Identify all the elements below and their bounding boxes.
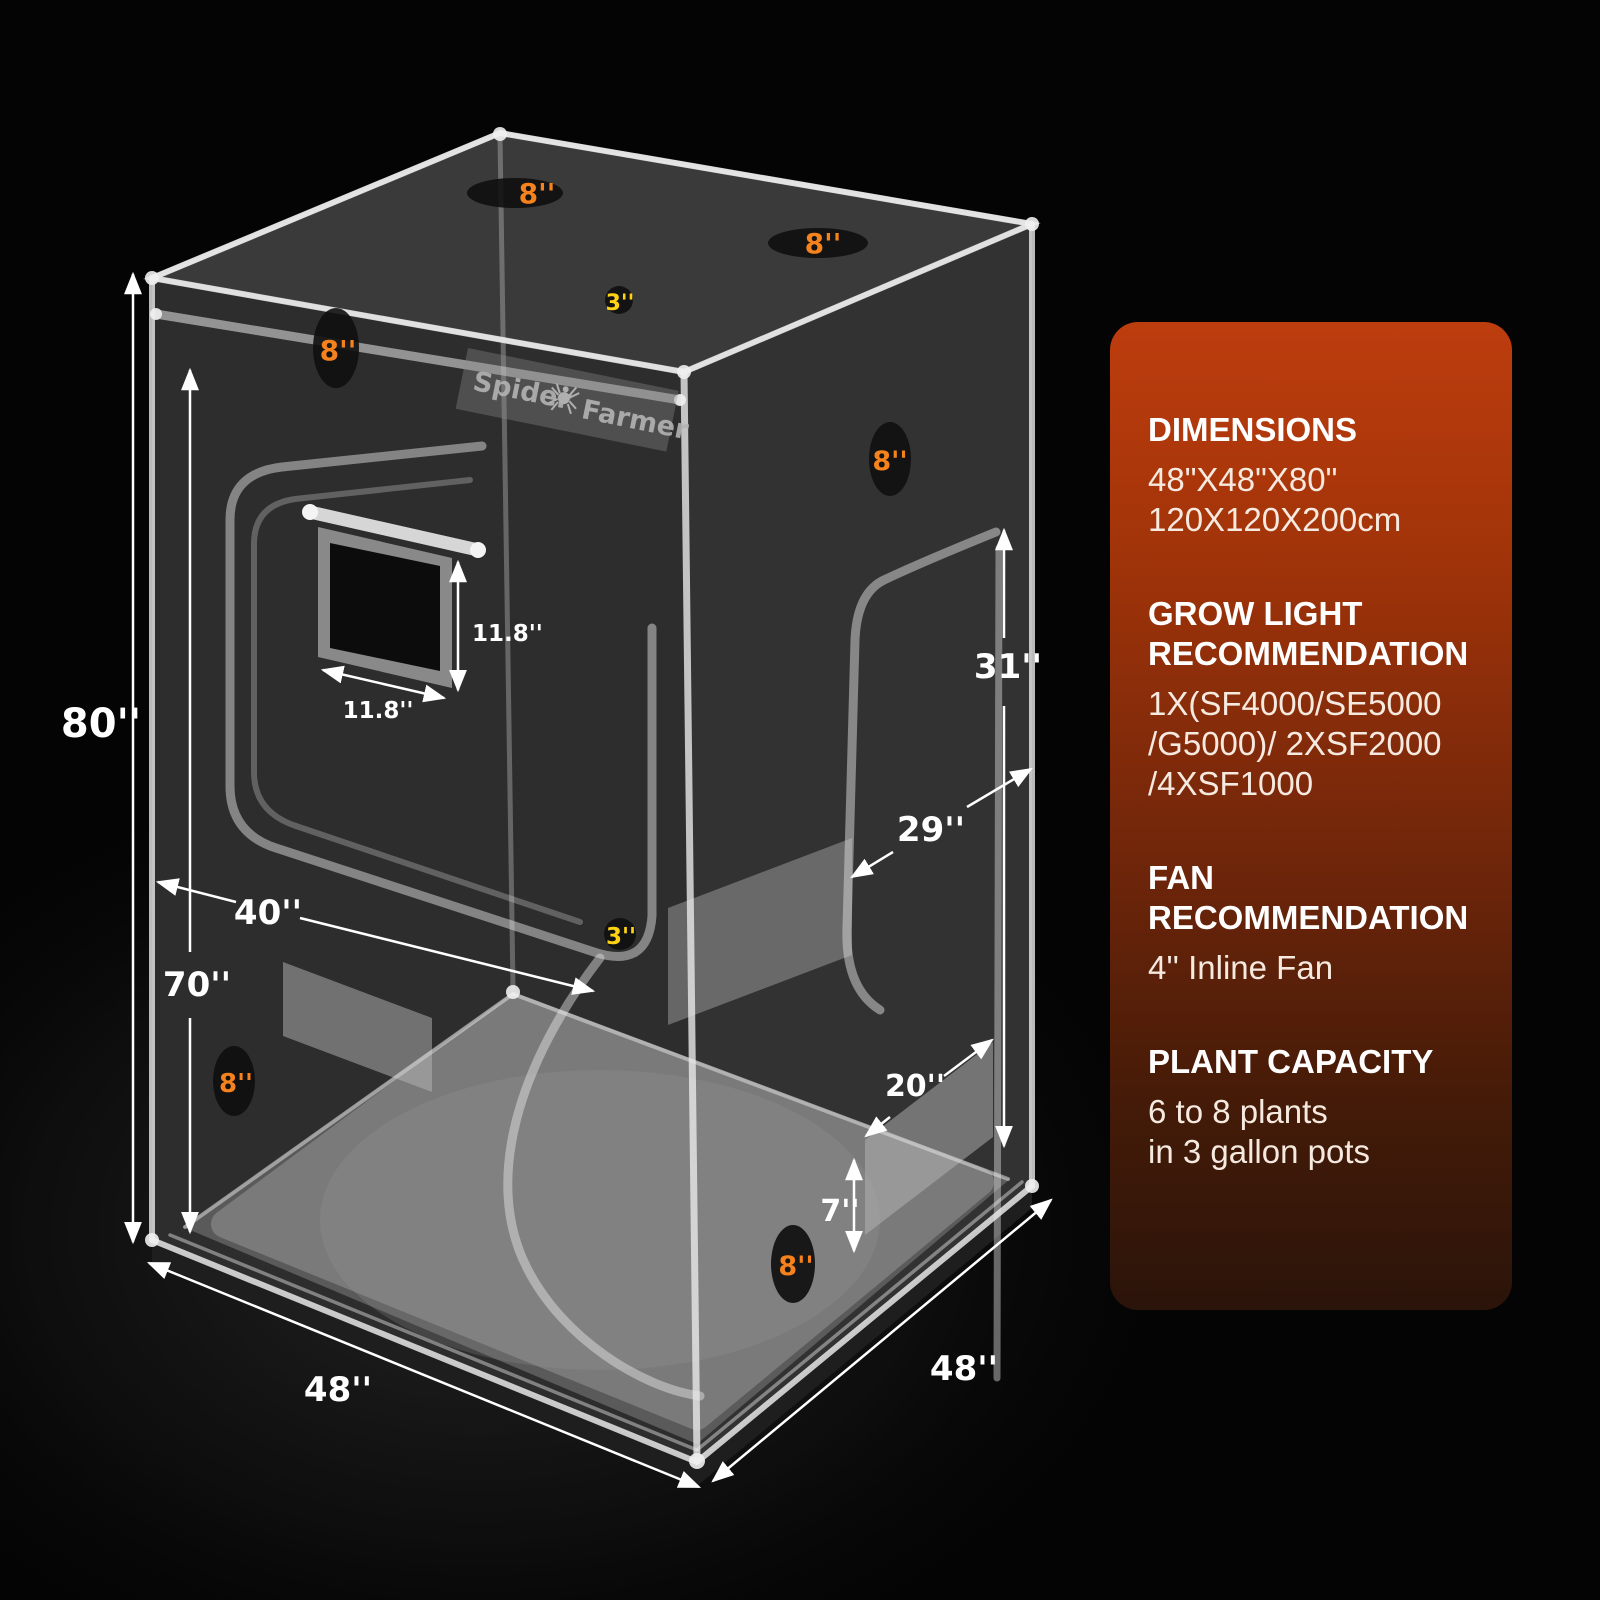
front-lower-duct-port-label: 8''	[778, 1251, 813, 1282]
tent-roof	[152, 133, 1032, 372]
floor-edge-left	[183, 992, 515, 1229]
fan-line-1: 4'' Inline Fan	[1148, 949, 1334, 986]
dim-line-vent-width-left	[864, 1116, 891, 1138]
left-wall-support-bar	[151, 309, 685, 405]
dim-label-vent-height: 7''	[820, 1194, 859, 1229]
roof-cable-port-label: 3''	[606, 291, 635, 316]
window-assembly	[302, 504, 486, 688]
dim-label-inner-height: 70''	[163, 965, 231, 1005]
plant-capacity-line-2: in 3 gallon pots	[1148, 1133, 1370, 1170]
left-wall-vent	[283, 962, 432, 1092]
dim-line-floor-front	[146, 1261, 702, 1489]
section-dimensions-heading: DIMENSIONS	[1148, 411, 1358, 448]
section-dimensions: DIMENSIONS 48"X48"X80" 120X120X200cm	[1148, 410, 1474, 540]
dimension-labels: 80'' 70'' 40'' 31'' 29'' 20'' 7'' 48'' 4…	[61, 621, 1042, 1410]
dimensions-inches: 48"X48"X80"	[1148, 461, 1338, 498]
floor-edge-right	[511, 992, 1010, 1181]
dim-label-door-height: 31''	[974, 647, 1042, 687]
dim-label-inner-width: 40''	[234, 893, 302, 933]
dim-label-door-width: 29''	[897, 810, 965, 850]
grow-light-line-2: /G5000)/ 2XSF2000	[1148, 725, 1442, 762]
right-door-outline	[842, 527, 1001, 1015]
roof-duct-port-right-label: 8''	[805, 227, 842, 260]
left-lower-duct-port	[213, 1046, 255, 1116]
dim-line-inner-width-right	[299, 916, 596, 995]
brand-plate: Spider Farmer	[455, 348, 692, 452]
roll-bar-cap-left	[302, 504, 318, 520]
dimension-lines	[124, 271, 1053, 1489]
roof-cable-port	[605, 286, 633, 314]
dim-line-door-width-right	[966, 767, 1033, 809]
left-wall-duct-port-label: 8''	[320, 334, 357, 367]
floor-highlight	[320, 1070, 880, 1370]
section-grow-light-heading: GROW LIGHT RECOMMENDATION	[1148, 595, 1469, 672]
window-opening	[330, 543, 440, 671]
grow-light-line-3: /4XSF1000	[1148, 765, 1314, 802]
grow-light-line-1: 1X(SF4000/SE5000	[1148, 685, 1442, 722]
left-door-inner-outline	[251, 477, 583, 925]
left-lower-duct-port-label: 8''	[219, 1069, 253, 1099]
dim-line-inner-width-left	[155, 878, 237, 904]
right-wall-vent	[668, 838, 852, 1025]
right-lower-vent	[865, 1042, 993, 1235]
mid-cable-port	[604, 918, 636, 950]
dim-label-vent-width: 20''	[885, 1069, 945, 1104]
section-grow-light: GROW LIGHT RECOMMENDATION 1X(SF4000/SE50…	[1148, 594, 1474, 804]
roof-duct-port-left	[467, 178, 563, 208]
dim-label-height: 80''	[61, 701, 141, 747]
left-wall-duct-port	[313, 308, 359, 388]
dim-line-vent-width-right	[943, 1038, 994, 1077]
spider-icon	[548, 383, 580, 415]
dim-label-floor-front: 48''	[304, 1370, 372, 1410]
right-wall-duct-port-label: 8''	[872, 446, 907, 477]
dim-line-window-width	[320, 665, 447, 703]
mid-cable-port-label: 3''	[606, 924, 636, 950]
info-panel: DIMENSIONS 48"X48"X80" 120X120X200cm GRO…	[1110, 322, 1512, 1310]
left-door-outline	[225, 441, 657, 961]
section-fan: FAN RECOMMENDATION 4'' Inline Fan	[1148, 858, 1474, 988]
dim-label-floor-side: 48''	[930, 1349, 998, 1389]
dim-line-floor-side	[711, 1198, 1053, 1483]
roof-duct-port-right	[768, 228, 868, 258]
dim-label-window-height: 11.8''	[472, 621, 543, 647]
mesh-vents	[283, 838, 993, 1235]
dim-label-window-width: 11.8''	[343, 698, 414, 724]
dim-line-door-width-left	[850, 850, 894, 879]
dimensions-cm: 120X120X200cm	[1148, 501, 1402, 538]
roll-bar-cap-right	[470, 542, 486, 558]
roof-duct-port-left-label: 8''	[519, 177, 556, 210]
section-plant-capacity-heading: PLANT CAPACITY	[1148, 1043, 1434, 1080]
right-wall-duct-port	[869, 422, 911, 496]
far-corner-pole	[497, 133, 516, 991]
plant-capacity-line-1: 6 to 8 plants	[1148, 1093, 1328, 1130]
section-fan-heading: FAN RECOMMENDATION	[1148, 859, 1469, 936]
window-roll-bar	[303, 505, 485, 557]
section-plant-capacity: PLANT CAPACITY 6 to 8 plants in 3 gallon…	[1148, 1042, 1474, 1172]
